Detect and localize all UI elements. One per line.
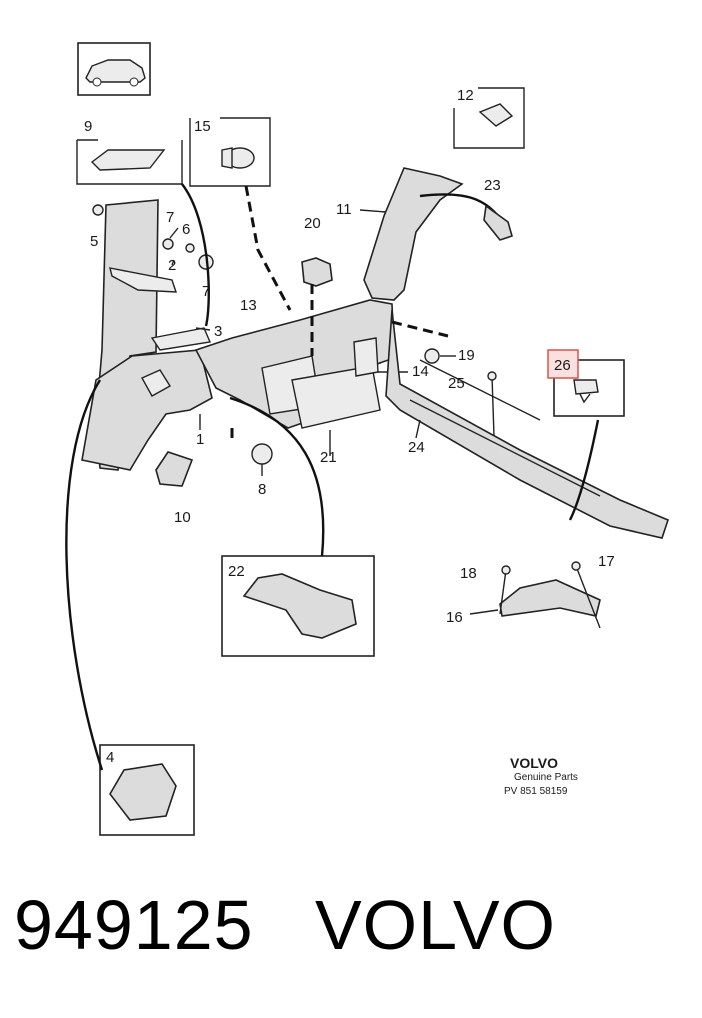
- pillar-trim-left: [81, 199, 213, 471]
- label-8: 8: [258, 481, 266, 498]
- label-1: 1: [196, 431, 204, 448]
- part-number: 949125: [14, 886, 254, 964]
- label-26: 26: [554, 357, 571, 374]
- pillar-trim-11: 11 23: [336, 167, 513, 301]
- label-7b: 7: [202, 283, 210, 300]
- label-25: 25: [448, 375, 465, 392]
- label-20: 20: [304, 215, 321, 232]
- label-11: 11: [336, 201, 352, 218]
- label-4: 4: [106, 749, 114, 766]
- brand-block: VOLVO Genuine Parts PV 851 58159: [504, 755, 578, 797]
- leader-lines: [65, 183, 600, 771]
- car-thumbnail: [77, 42, 151, 96]
- brand-name: VOLVO: [510, 755, 558, 771]
- label-23: 23: [484, 177, 501, 194]
- part-4-box: 4: [99, 744, 195, 836]
- fasteners-right: 19 25: [424, 347, 497, 437]
- label-13: 13: [240, 297, 257, 314]
- label-3: 3: [214, 323, 222, 340]
- parts-diagram: 9 15 12 26 5 7 6 2 7: [65, 42, 669, 836]
- label-9: 9: [84, 118, 92, 135]
- label-16: 16: [446, 609, 463, 626]
- part-12-box: 12: [453, 87, 525, 149]
- fasteners-top-left: 5 7 6 2 7: [90, 204, 214, 300]
- part-26-box: 26: [547, 349, 625, 417]
- sill-plate-24: 24: [385, 309, 669, 539]
- label-19: 19: [458, 347, 475, 364]
- label-17: 17: [598, 553, 615, 570]
- parts-lower-left: 8 10 1: [155, 414, 273, 526]
- label-12: 12: [457, 87, 474, 104]
- label-5: 5: [90, 233, 98, 250]
- side-trim-panel: 13 3 20 14 21: [194, 215, 429, 466]
- highlight-26: [547, 349, 579, 379]
- label-7a: 7: [166, 209, 174, 226]
- part-15-box: 15: [189, 117, 271, 187]
- brand-subtitle: Genuine Parts: [514, 772, 578, 783]
- brand-code: PV 851 58159: [504, 786, 568, 797]
- label-21: 21: [320, 449, 337, 466]
- label-22: 22: [228, 563, 245, 580]
- label-6: 6: [182, 221, 190, 238]
- label-10: 10: [174, 509, 191, 526]
- label-2: 2: [168, 257, 176, 274]
- label-18: 18: [460, 565, 477, 582]
- bracket-16: 18 17 16: [446, 553, 615, 629]
- label-15: 15: [194, 118, 211, 135]
- part-9-box: 9: [76, 118, 183, 185]
- label-24: 24: [408, 439, 425, 456]
- make: VOLVO: [314, 886, 556, 964]
- part-22-box: 22: [221, 555, 375, 657]
- label-14: 14: [412, 363, 429, 380]
- caption: 949125 VOLVO: [14, 885, 556, 965]
